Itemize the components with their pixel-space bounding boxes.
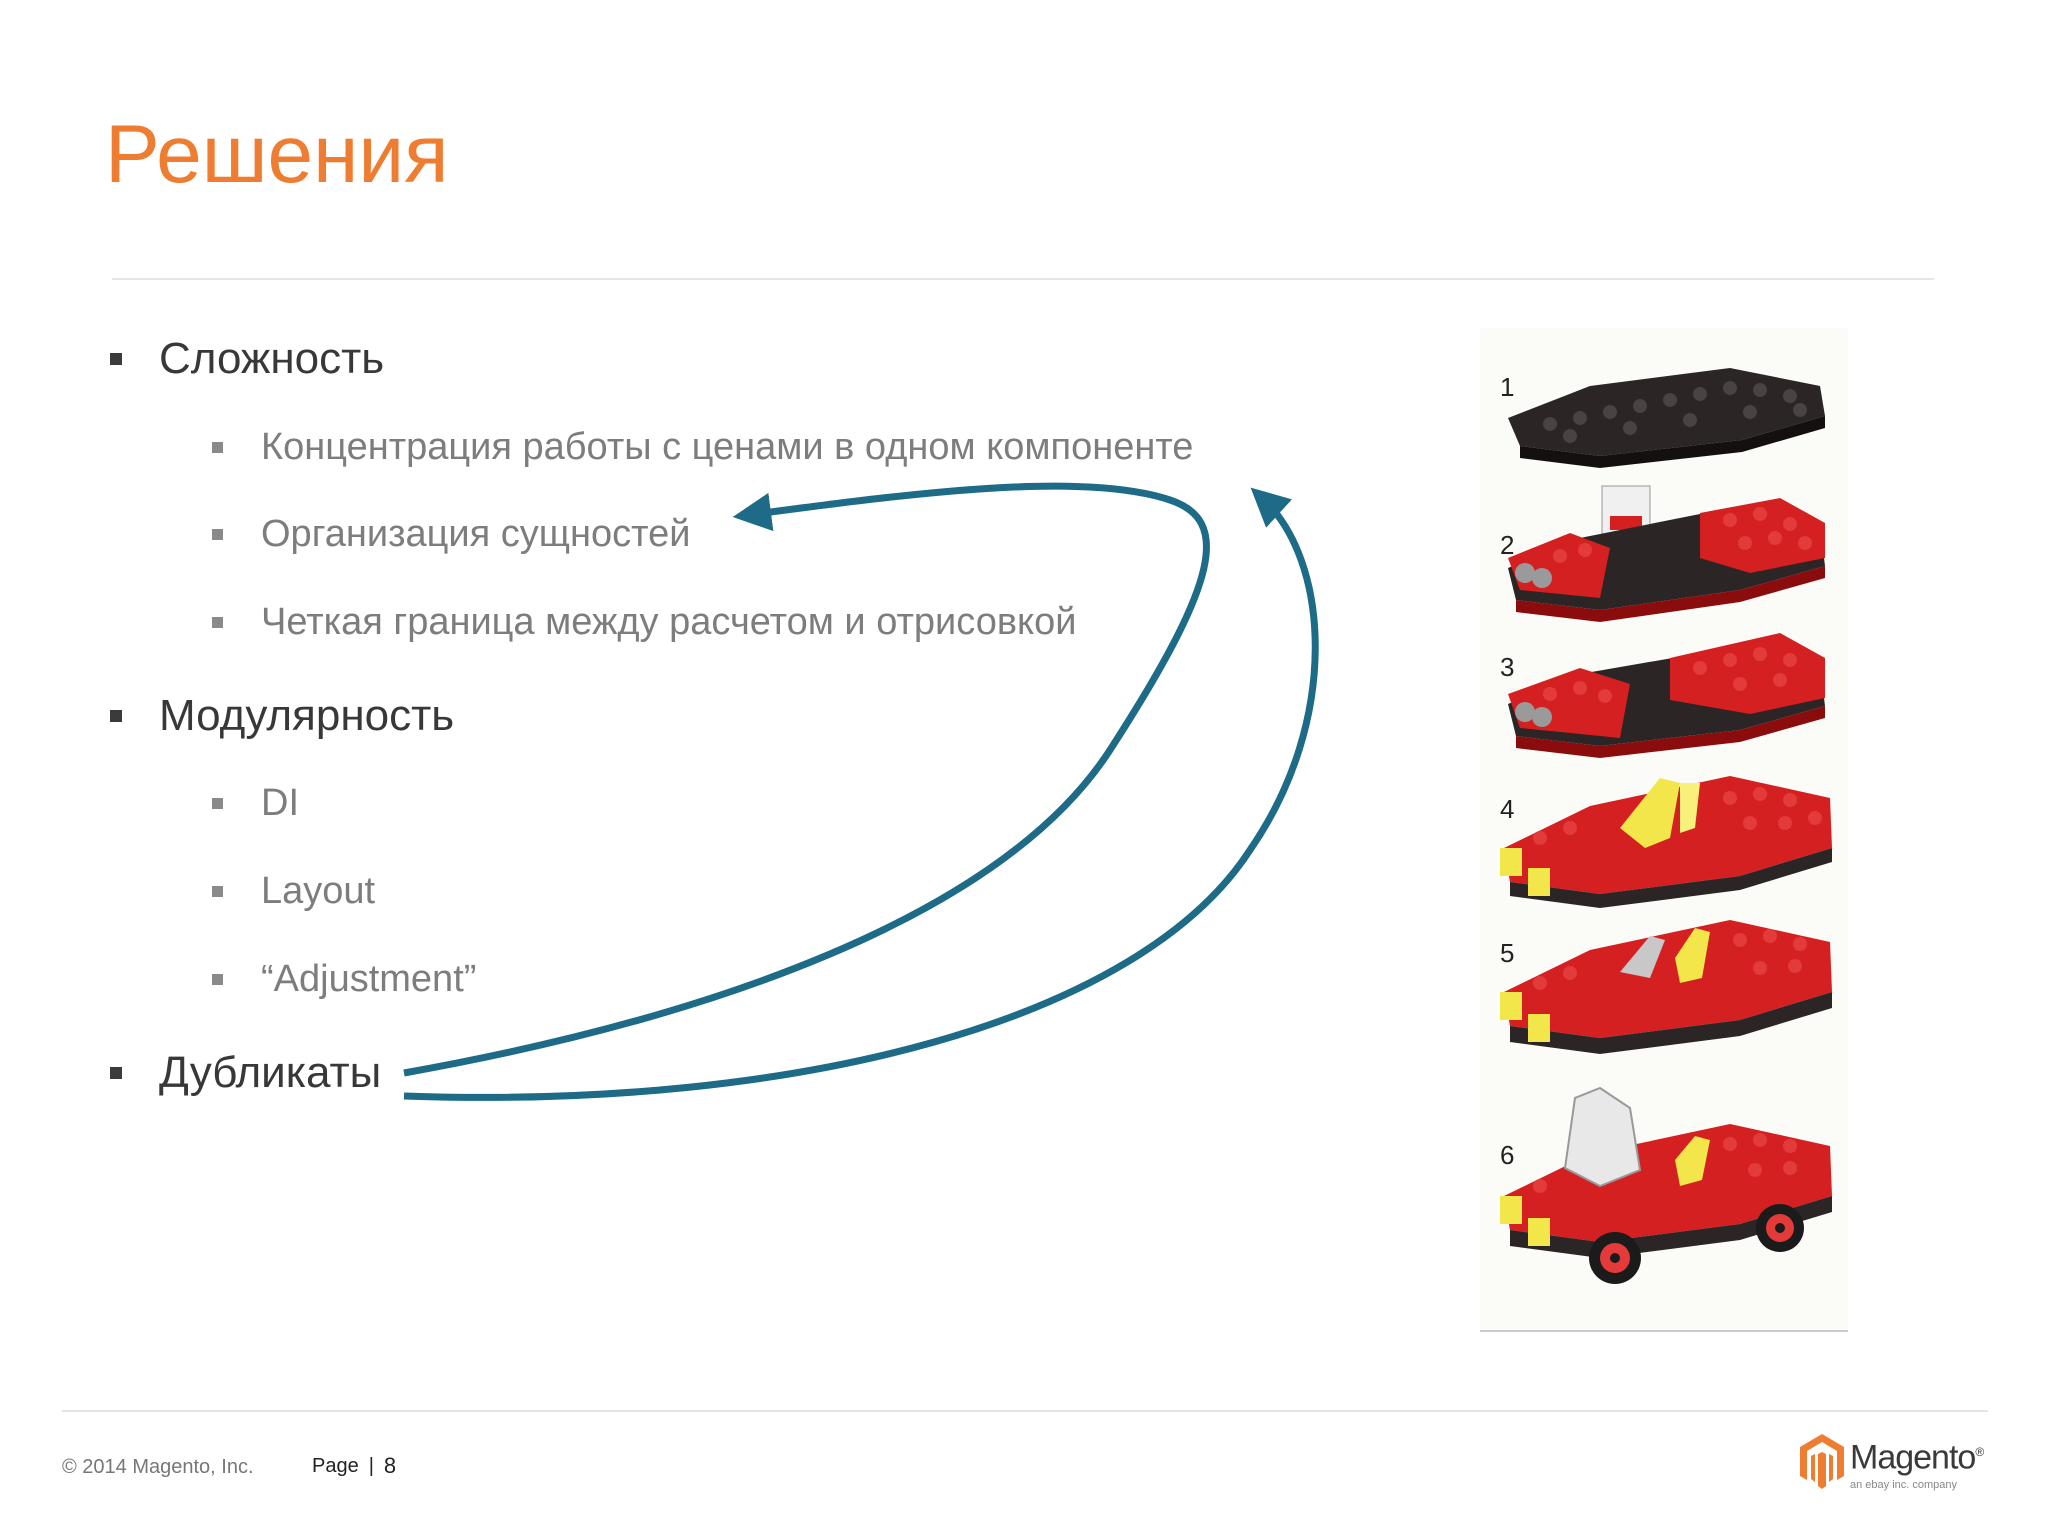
- step-number: 1: [1500, 372, 1514, 402]
- step-number: 5: [1500, 938, 1514, 968]
- bullet-marker: [212, 798, 223, 809]
- bullet-marker: [110, 353, 122, 365]
- lego-step-6: 6: [1500, 1086, 1832, 1284]
- subbullet-calc-render-boundary: Четкая граница между расчетом и отрисовк…: [212, 601, 1076, 644]
- bullet-text: Четкая граница между расчетом и отрисовк…: [261, 601, 1077, 643]
- arrow-to-price-concentration: [403, 487, 1319, 1101]
- bullet-marker: [212, 617, 223, 628]
- bullet-text: Концентрация работы с ценами в одном ком…: [261, 426, 1194, 468]
- subbullet-layout: Layout: [212, 870, 375, 913]
- lego-wheel-rear: [1756, 1204, 1804, 1252]
- subbullet-entity-organization: Организация сущностей: [212, 513, 690, 556]
- lego-step-5: 5: [1500, 920, 1832, 1054]
- step-number: 3: [1500, 652, 1514, 682]
- bullet-text: “Adjustment”: [261, 958, 477, 1000]
- step-number: 2: [1500, 530, 1514, 560]
- logo-wordmark: Magento: [1850, 1438, 1976, 1477]
- bullet-text: Сложность: [159, 334, 385, 383]
- page-separator: |: [368, 1454, 374, 1477]
- lego-car-assembly-image: 1 2: [1480, 328, 1848, 1332]
- bullet-marker: [212, 529, 223, 540]
- footer-page-indicator: Page | 8: [312, 1453, 396, 1479]
- lego-step-3: 3: [1500, 633, 1825, 758]
- slide-title: Решения: [105, 109, 449, 200]
- bullet-marker: [212, 974, 223, 985]
- bullet-marker: [110, 1067, 122, 1079]
- lego-wheel-front: [1589, 1232, 1641, 1284]
- magento-logo-icon: [1800, 1434, 1844, 1489]
- subbullet-price-concentration: Концентрация работы с ценами в одном ком…: [212, 426, 1193, 469]
- bullet-marker: [212, 886, 223, 897]
- bullet-text: DI: [261, 782, 299, 824]
- subbullet-adjustment: “Adjustment”: [212, 958, 476, 1001]
- arrow-to-entity-organization: [403, 482, 1210, 1077]
- bullet-text: Модулярность: [159, 691, 455, 740]
- footer-copyright: © 2014 Magento, Inc.: [62, 1456, 254, 1478]
- bullet-complexity: Сложность: [110, 334, 384, 384]
- title-divider: [112, 278, 1934, 280]
- bullet-marker: [110, 710, 122, 722]
- bullet-text: Layout: [261, 870, 376, 912]
- lego-step-1: 1: [1500, 368, 1825, 468]
- step-number: 6: [1500, 1140, 1514, 1170]
- bullet-text: Организация сущностей: [261, 513, 691, 555]
- bullet-duplicates: Дубликаты: [110, 1048, 381, 1098]
- footer-divider: [62, 1410, 1988, 1412]
- step-number: 4: [1500, 794, 1514, 824]
- logo-trademark: ®: [1975, 1445, 1984, 1459]
- magento-logo: Magento® an ebay inc. company: [1798, 1432, 1998, 1502]
- lego-step-4: 4: [1500, 776, 1832, 908]
- lego-assembly-drawing: 1 2: [1500, 368, 1832, 1284]
- bullet-text: Дубликаты: [159, 1048, 382, 1097]
- lego-step-2: 2: [1500, 485, 1825, 622]
- bullet-marker: [212, 442, 223, 453]
- logo-subtitle: an ebay inc. company: [1850, 1479, 1958, 1492]
- bullet-modularity: Модулярность: [110, 691, 454, 741]
- logo-text: Magento® an ebay inc. company: [1850, 1432, 1984, 1492]
- page-number: 8: [383, 1453, 397, 1478]
- page-label: Page: [312, 1454, 359, 1477]
- subbullet-di: DI: [212, 782, 299, 825]
